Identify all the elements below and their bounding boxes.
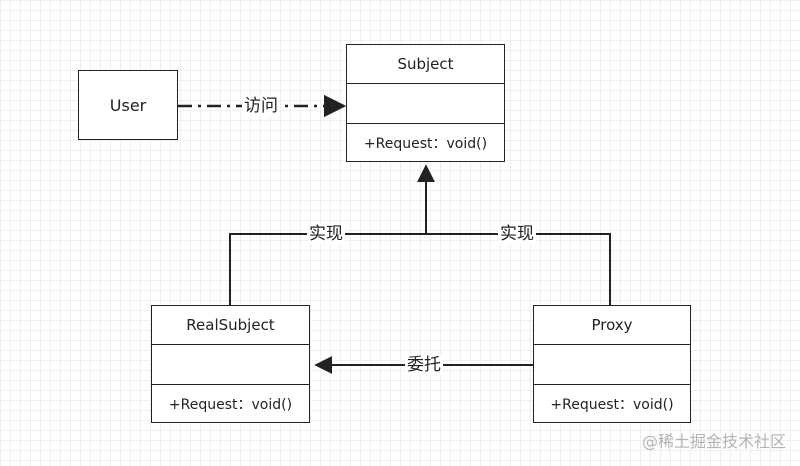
real-subject-operation: +Request：void() bbox=[152, 384, 309, 422]
real-subject-class-name: RealSubject bbox=[186, 316, 275, 334]
implements-left-label: 实现 bbox=[307, 224, 345, 244]
subject-attributes-section bbox=[347, 83, 504, 123]
subject-operation: +Request：void() bbox=[347, 123, 504, 161]
subject-class: Subject +Request：void() bbox=[346, 44, 505, 162]
access-label: 访问 bbox=[242, 96, 280, 116]
user-actor-label: User bbox=[109, 95, 147, 115]
proxy-operation: +Request：void() bbox=[534, 384, 690, 422]
real-subject-class: RealSubject +Request：void() bbox=[151, 305, 310, 423]
real-subject-attributes-section bbox=[152, 344, 309, 384]
user-actor-box: User bbox=[78, 70, 178, 140]
subject-class-name: Subject bbox=[397, 55, 454, 73]
implements-right-label: 实现 bbox=[498, 224, 536, 244]
proxy-implements-line bbox=[426, 233, 611, 305]
proxy-class-name: Proxy bbox=[591, 316, 633, 334]
proxy-class: Proxy +Request：void() bbox=[533, 305, 691, 423]
delegate-label: 委托 bbox=[405, 355, 443, 375]
watermark-text: @稀土掘金技术社区 bbox=[641, 432, 786, 451]
proxy-attributes-section bbox=[534, 344, 690, 384]
